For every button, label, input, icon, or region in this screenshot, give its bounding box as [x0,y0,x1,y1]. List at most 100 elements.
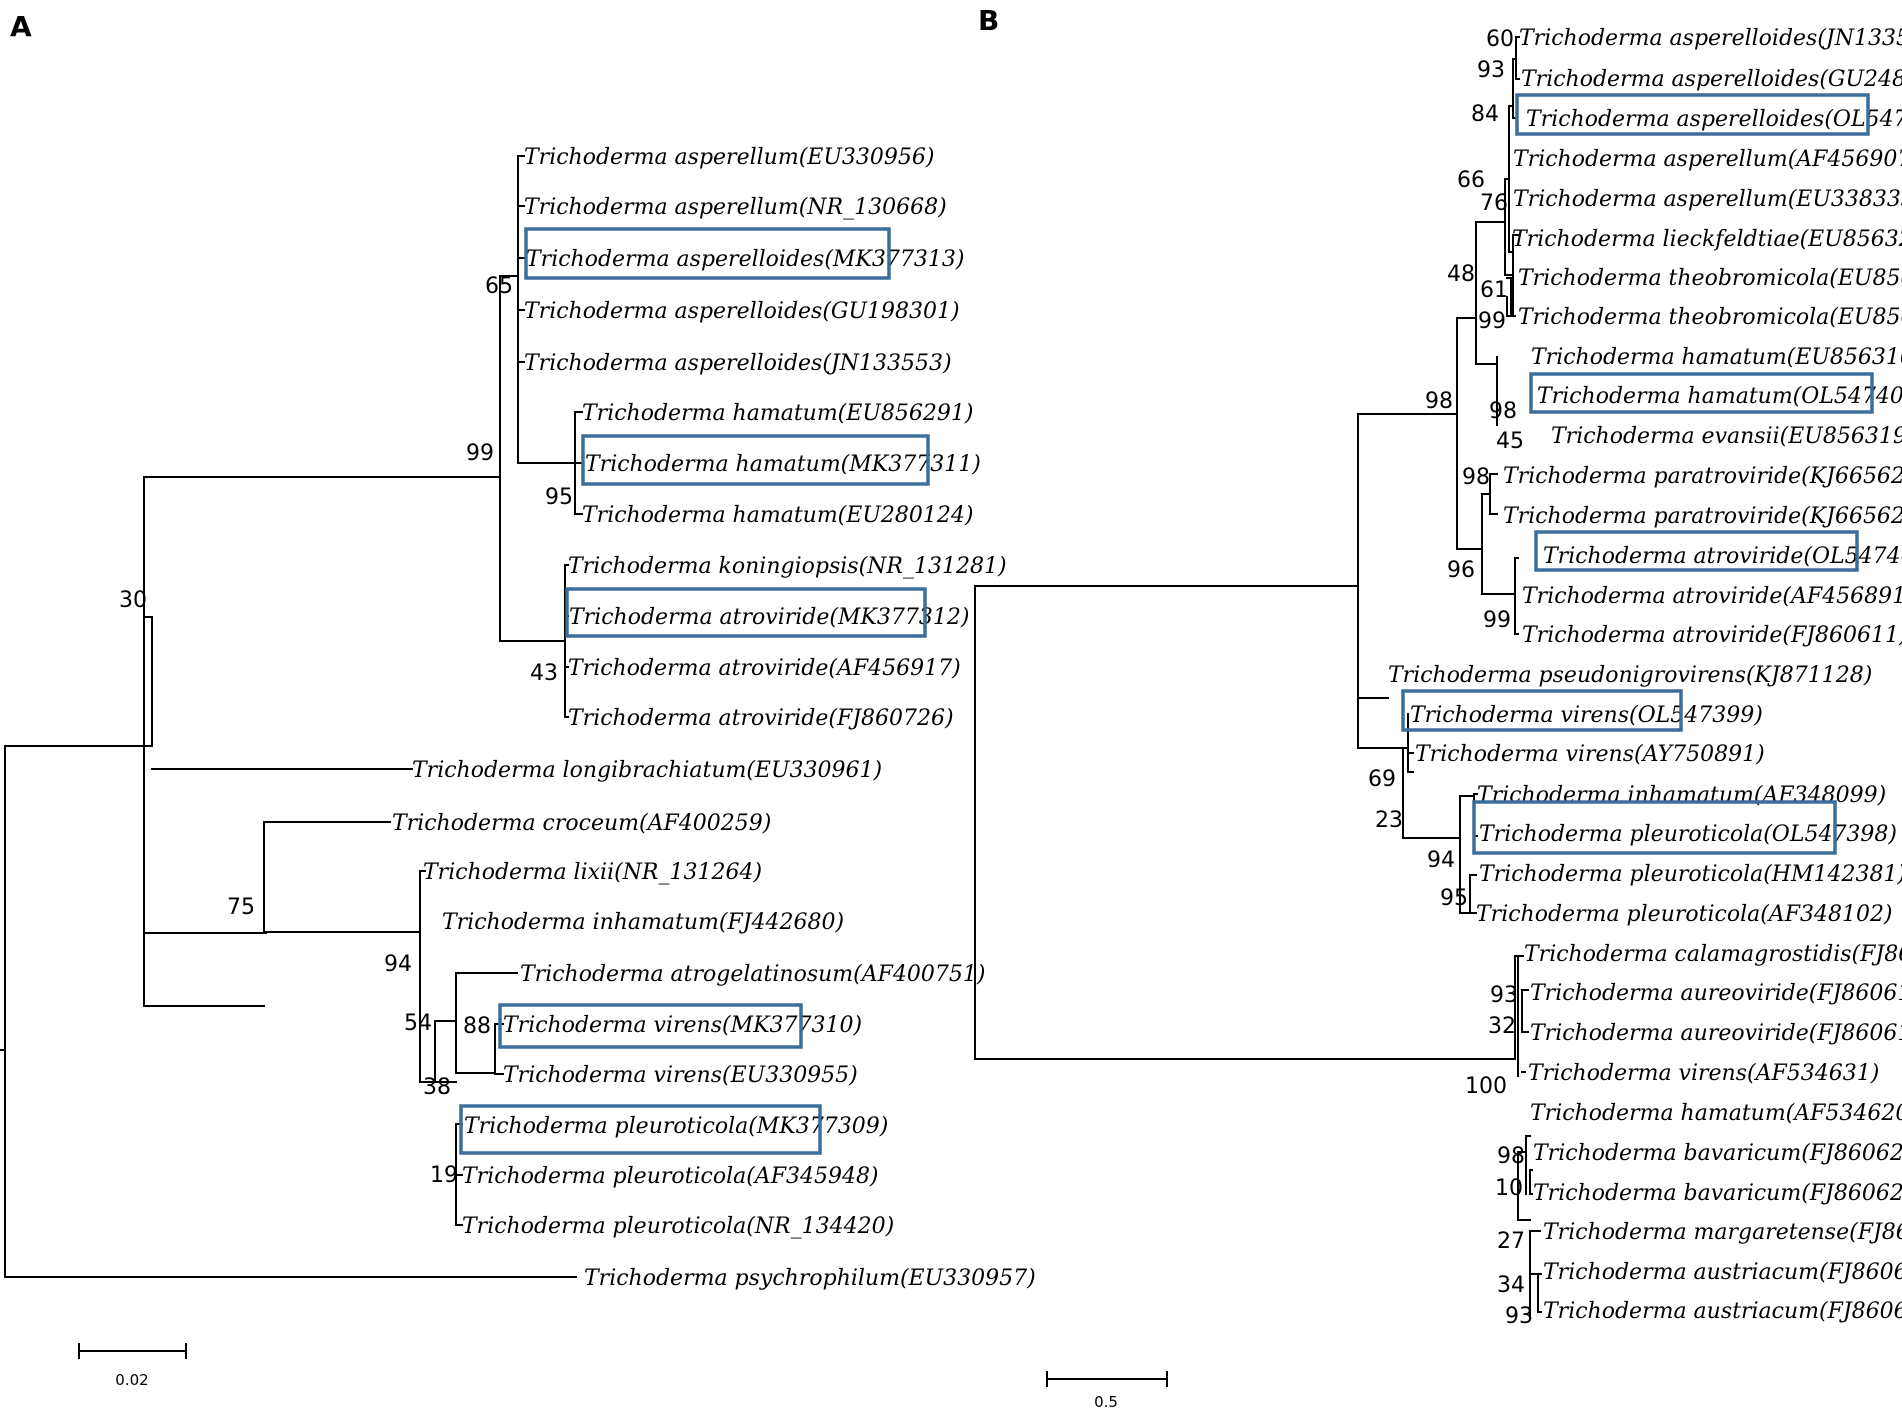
leaf-label: Trichoderma pleuroticola(NR_134420) [462,1214,894,1239]
bootstrap-value: 43 [530,661,558,686]
leaf-label: Trichoderma atroviride(AF456891) [1522,584,1902,609]
bootstrap-value: 27 [1497,1229,1525,1254]
leaf-label: Trichoderma aureoviride(FJ860615) [1530,981,1902,1006]
scale-bar-label: 0.02 [115,1371,148,1389]
bootstrap-value: 94 [384,952,412,977]
panel-label-b: B [978,4,999,37]
leaf-label: Trichoderma psychrophilum(EU330957) [584,1266,1036,1291]
bootstrap-value: 38 [423,1075,451,1100]
leaf-label: Trichoderma virens(OL547399) [1410,703,1763,728]
leaf-label: Trichoderma calamagrostidis(FJ860622) [1524,942,1902,967]
leaf-label: Trichoderma theobromicola(EU856321) [1518,266,1902,291]
leaf-label: Trichoderma atroviride(AF456917) [568,656,961,681]
tree-a-branches [0,155,583,1278]
bootstrap-value: 98 [1425,389,1453,414]
bootstrap-value: 75 [227,895,255,920]
highlight-box [581,434,930,486]
leaf-label: Trichoderma inhamatum(FJ442680) [442,910,844,935]
scale-bar-label: 0.5 [1094,1393,1118,1409]
leaf-label: Trichoderma asperellum(NR_130668) [524,195,947,220]
bootstrap-value: 76 [1480,191,1508,216]
bootstrap-value: 98 [1489,399,1517,424]
bootstrap-value: 98 [1462,465,1490,490]
leaf-label: Trichoderma lieckfeldtiae(EU856324) [1512,227,1902,252]
leaf-label: Trichoderma hamatum(EU856291) [582,401,973,426]
leaf-label: Trichoderma hamatum(OL547400) [1537,384,1902,409]
leaf-label: Trichoderma atroviride(OL547401) [1543,544,1902,569]
bootstrap-value: 60 [1486,27,1514,52]
bootstrap-value: 93 [1477,58,1505,83]
leaf-label: Trichoderma evansii(EU856319) [1551,424,1902,449]
leaf-label: Trichoderma asperellum(EU338333) [1513,187,1902,212]
tree-a-highlights [459,227,930,1155]
bootstrap-value: 45 [1496,429,1524,454]
leaf-label: Trichoderma hamatum(EU856316) [1531,345,1902,370]
highlight-box [1401,689,1683,732]
bootstrap-value: 93 [1490,983,1518,1008]
panel-label-a: A [10,10,32,43]
leaf-label: Trichoderma austriacum(FJ860619) [1543,1299,1902,1324]
highlight-box [1515,93,1870,136]
leaf-label: Trichoderma pleuroticola(MK377309) [464,1114,888,1139]
bootstrap-value: 100 [1465,1074,1507,1099]
bootstrap-value: 99 [466,441,494,466]
bootstrap-value: 98 [1497,1144,1525,1169]
panel-b: B Trichoderma asperelloides(JN133571) Tr… [974,4,1902,1409]
leaf-label: Trichoderma paratroviride(KJ665628) [1503,504,1902,529]
bootstrap-value: 65 [485,274,513,299]
leaf-label: Trichoderma longibrachiatum(EU330961) [412,758,882,783]
scale-bar-line [1046,1371,1168,1387]
leaf-label: Trichoderma virens(AY750891) [1415,742,1765,767]
highlight-box [1534,530,1859,572]
leaf-label: Trichoderma inhamatum(AF348099) [1477,783,1886,808]
leaf-label: Trichoderma pleuroticola(HM142381) [1479,862,1902,887]
highlight-box [459,1104,822,1155]
leaf-label: Trichoderma asperelloides(MK377313) [526,247,964,272]
leaf-label: Trichoderma asperellum(EU330956) [524,145,934,170]
leaf-label: Trichoderma virens(MK377310) [503,1013,862,1038]
leaf-label: Trichoderma hamatum(AF534620) [1530,1101,1902,1126]
leaf-label: Trichoderma pseudonigrovirens(KJ871128) [1388,663,1872,688]
leaf-label: Trichoderma austriacum(FJ860618) [1543,1260,1902,1285]
panel-a: A Trichoderma asperellum(EU330956) Trich… [0,10,1036,1389]
tree-b-highlights [1401,93,1874,855]
bootstrap-value: 93 [1505,1304,1533,1329]
scale-bar-line [78,1343,187,1359]
scale-bar-b: 0.5 [1046,1371,1168,1409]
highlight-box [1472,800,1837,855]
leaf-label: Trichoderma pleuroticola(OL547398) [1479,822,1897,847]
leaf-label: Trichoderma bavaricum(FJ860621) [1533,1181,1902,1206]
bootstrap-value: 95 [545,485,573,510]
leaf-label: Trichoderma asperelloides(GU198301) [524,299,960,324]
leaf-label: Trichoderma asperelloides(OL547402) [1526,107,1902,132]
highlight-box [524,227,891,280]
leaf-label: Trichoderma pleuroticola(AF345948) [462,1164,879,1189]
leaf-label: Trichoderma pleuroticola(AF348102) [1476,902,1893,927]
leaf-label: Trichoderma lixii(NR_131264) [423,860,762,885]
tree-a-leaves: Trichoderma asperellum(EU330956) Trichod… [392,145,1036,1291]
leaf-label: Trichoderma koningiopsis(NR_131281) [568,554,1007,579]
leaf-label: Trichoderma atroviride(FJ860726) [568,706,954,731]
bootstrap-value: 96 [1447,558,1475,583]
bootstrap-value: 69 [1368,767,1396,792]
bootstrap-value: 61 [1480,278,1508,303]
leaf-label: Trichoderma asperelloides(GU248412) [1521,67,1902,92]
leaf-label: Trichoderma margaretense(FJ860625) [1543,1220,1902,1245]
bootstrap-value: 19 [430,1163,458,1188]
bootstrap-value: 95 [1440,886,1468,911]
leaf-label: Trichoderma asperelloides(JN133553) [524,351,952,376]
leaf-label: Trichoderma croceum(AF400259) [392,811,771,836]
highlight-box [565,587,927,638]
highlight-box [1529,372,1874,414]
tree-b-bootstrap: 60 93 84 66 76 48 61 99 98 98 45 98 96 9… [1368,27,1533,1329]
bootstrap-value: 32 [1488,1014,1516,1039]
bootstrap-value: 94 [1427,848,1455,873]
tree-a-bootstrap: 65 99 95 43 30 75 94 54 88 38 19 [119,274,573,1188]
bootstrap-value: 99 [1483,608,1511,633]
leaf-label: Trichoderma aureoviride(FJ860616) [1530,1021,1902,1046]
bootstrap-value: 34 [1497,1273,1525,1298]
leaf-label: Trichoderma hamatum(MK377311) [585,452,981,477]
leaf-label: Trichoderma virens(AF534631) [1528,1061,1879,1086]
bootstrap-value: 10 [1495,1176,1523,1201]
